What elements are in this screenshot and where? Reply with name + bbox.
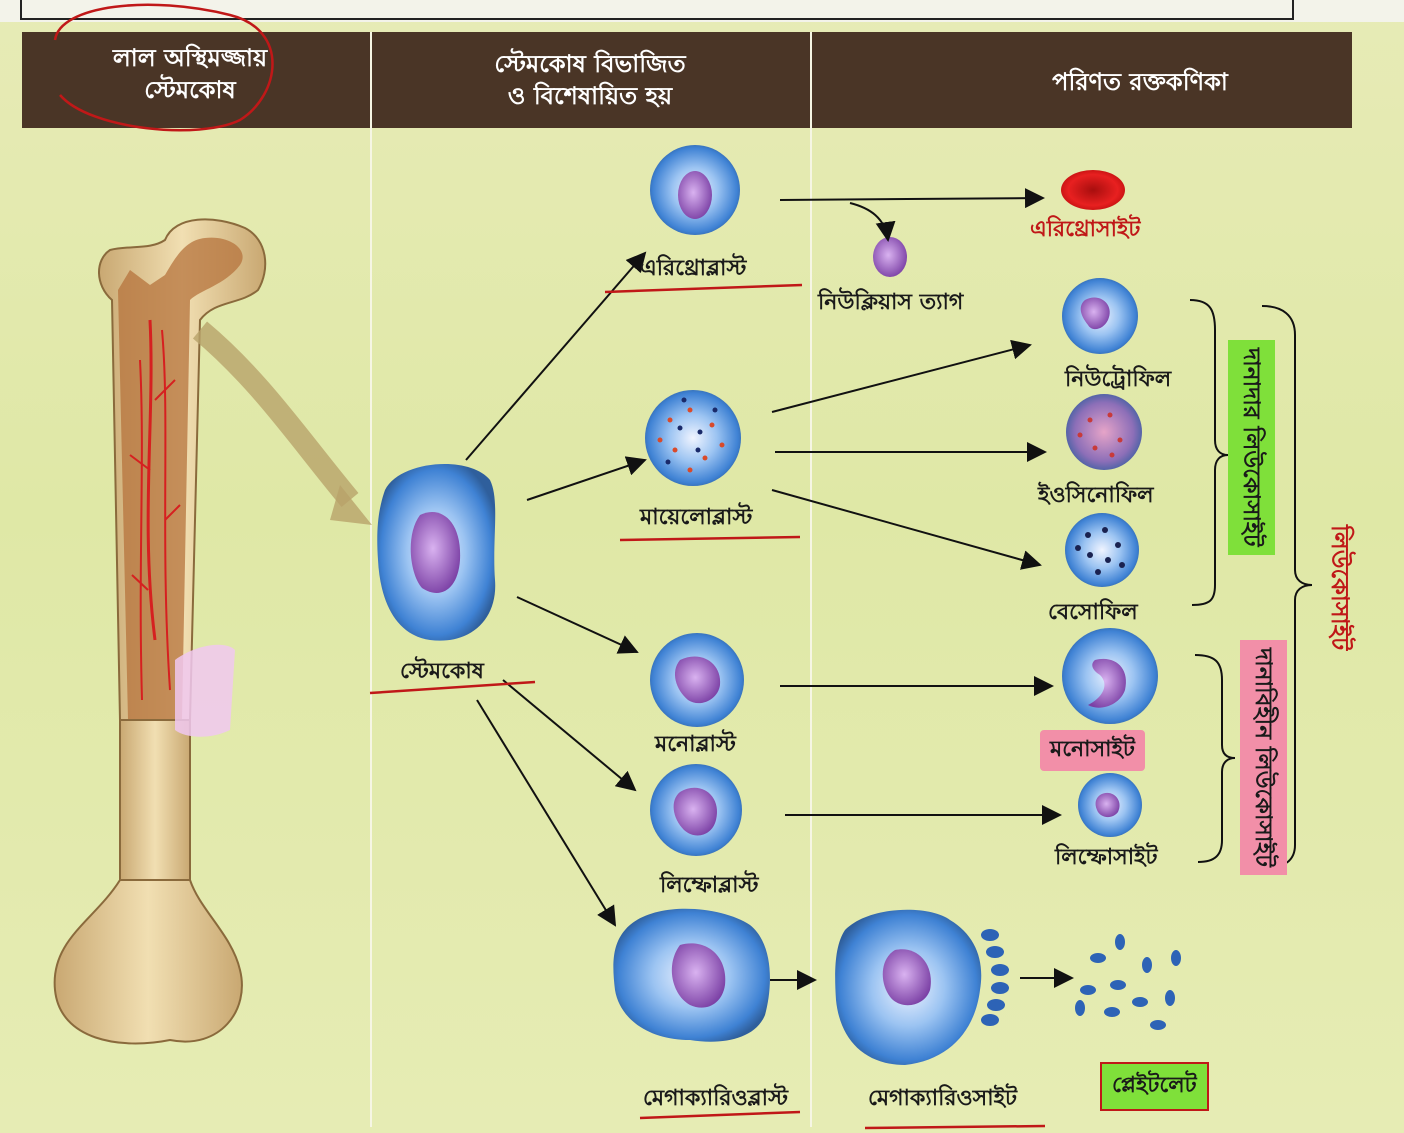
myeloblast-cell bbox=[645, 390, 741, 486]
label-lymphocyte: লিম্ফোসাইট bbox=[1055, 840, 1158, 877]
expelled-nucleus bbox=[873, 237, 907, 277]
platelets bbox=[1075, 934, 1181, 1030]
label-stem-cell: স্টেমকোষ bbox=[400, 654, 484, 691]
label-nucleus-loss: নিউক্লিয়াস ত্যাগ bbox=[818, 285, 963, 322]
megakaryocyte-cell bbox=[835, 910, 1009, 1065]
label-myeloblast: মায়েলোব্লাস্ট bbox=[640, 500, 752, 537]
lymphocyte-cell bbox=[1078, 773, 1142, 837]
lymphoblast-cell bbox=[650, 764, 742, 856]
label-neutrophil: নিউট্রোফিল bbox=[1065, 362, 1171, 399]
monocyte-cell bbox=[1062, 628, 1158, 724]
megakaryoblast-cell bbox=[613, 909, 770, 1042]
label-basophil: বেসোফিল bbox=[1048, 595, 1138, 632]
arrows bbox=[466, 198, 1072, 980]
bone-to-stemcell-pointer bbox=[200, 330, 350, 500]
label-megakaryocyte: মেগাক্যারিওসাইট bbox=[868, 1081, 1017, 1118]
label-erythrocyte: এরিথ্রোসাইট bbox=[1030, 212, 1140, 249]
monoblast-cell bbox=[650, 633, 744, 727]
erythrocyte-cell bbox=[1061, 170, 1125, 210]
label-megakaryoblast: মেগাক্যারিওব্লাস্ট bbox=[643, 1081, 788, 1118]
label-platelet: প্লেইটলেট bbox=[1100, 1062, 1209, 1111]
label-erythroblast: এরিথ্রোব্লাস্ট bbox=[640, 251, 746, 288]
label-lymphoblast: লিম্ফোব্লাস্ট bbox=[660, 868, 759, 905]
label-eosinophil: ইওসিনোফিল bbox=[1038, 478, 1154, 515]
label-monocyte: মনোসাইট bbox=[1040, 730, 1145, 771]
group-granulocyte: দানাদার লিউকোসাইট bbox=[1228, 340, 1275, 555]
stem-cell bbox=[377, 464, 495, 641]
erythroblast-cell bbox=[650, 145, 740, 235]
group-leukocyte: লিউকোসাইট bbox=[1320, 525, 1360, 650]
bone-illustration bbox=[55, 219, 266, 1043]
neutrophil-cell bbox=[1062, 278, 1138, 354]
eosinophil-cell bbox=[1066, 394, 1142, 470]
group-agranulocyte: দানাবিহীন লিউকোসাইট bbox=[1240, 640, 1287, 875]
basophil-cell bbox=[1065, 513, 1139, 587]
label-monoblast: মনোব্লাস্ট bbox=[655, 727, 736, 764]
